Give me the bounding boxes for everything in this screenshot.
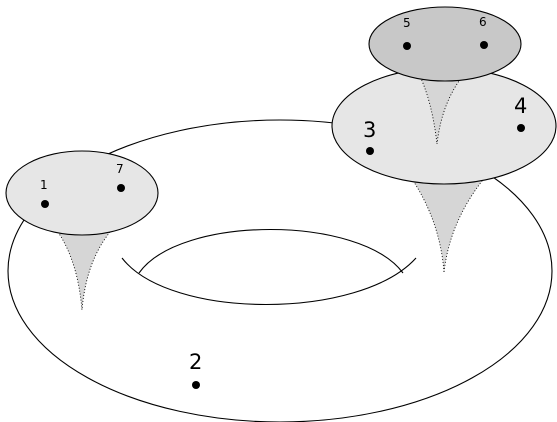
point-4-marker <box>517 124 525 132</box>
torus-outer-outline <box>7 119 553 422</box>
point-5-label: 5 <box>403 16 411 30</box>
disk-1-7 <box>5 150 159 236</box>
point-6-marker <box>480 41 488 49</box>
right-lower-funnel-edge-left <box>409 175 445 273</box>
point-5-marker <box>403 42 411 50</box>
right-lower-funnel-edge-right <box>443 175 487 273</box>
point-4-label: 4 <box>514 94 527 118</box>
point-7-marker <box>117 184 125 192</box>
torus-hole-lower-arc <box>121 257 417 305</box>
point-3-label: 3 <box>363 118 376 142</box>
point-6-label: 6 <box>479 15 487 29</box>
left-funnel-edge-right <box>81 231 111 311</box>
disk-5-6 <box>368 6 522 82</box>
point-1-label: 1 <box>40 178 48 192</box>
upper-funnel <box>418 72 466 144</box>
point-7-label: 7 <box>116 162 124 176</box>
right-lower-funnel <box>410 176 486 272</box>
left-funnel <box>58 232 110 310</box>
torus-hole-upper-arc <box>138 228 404 274</box>
point-3-marker <box>366 147 374 155</box>
point-2-marker <box>192 381 200 389</box>
point-2-label: 2 <box>189 350 202 374</box>
point-1-marker <box>41 200 49 208</box>
